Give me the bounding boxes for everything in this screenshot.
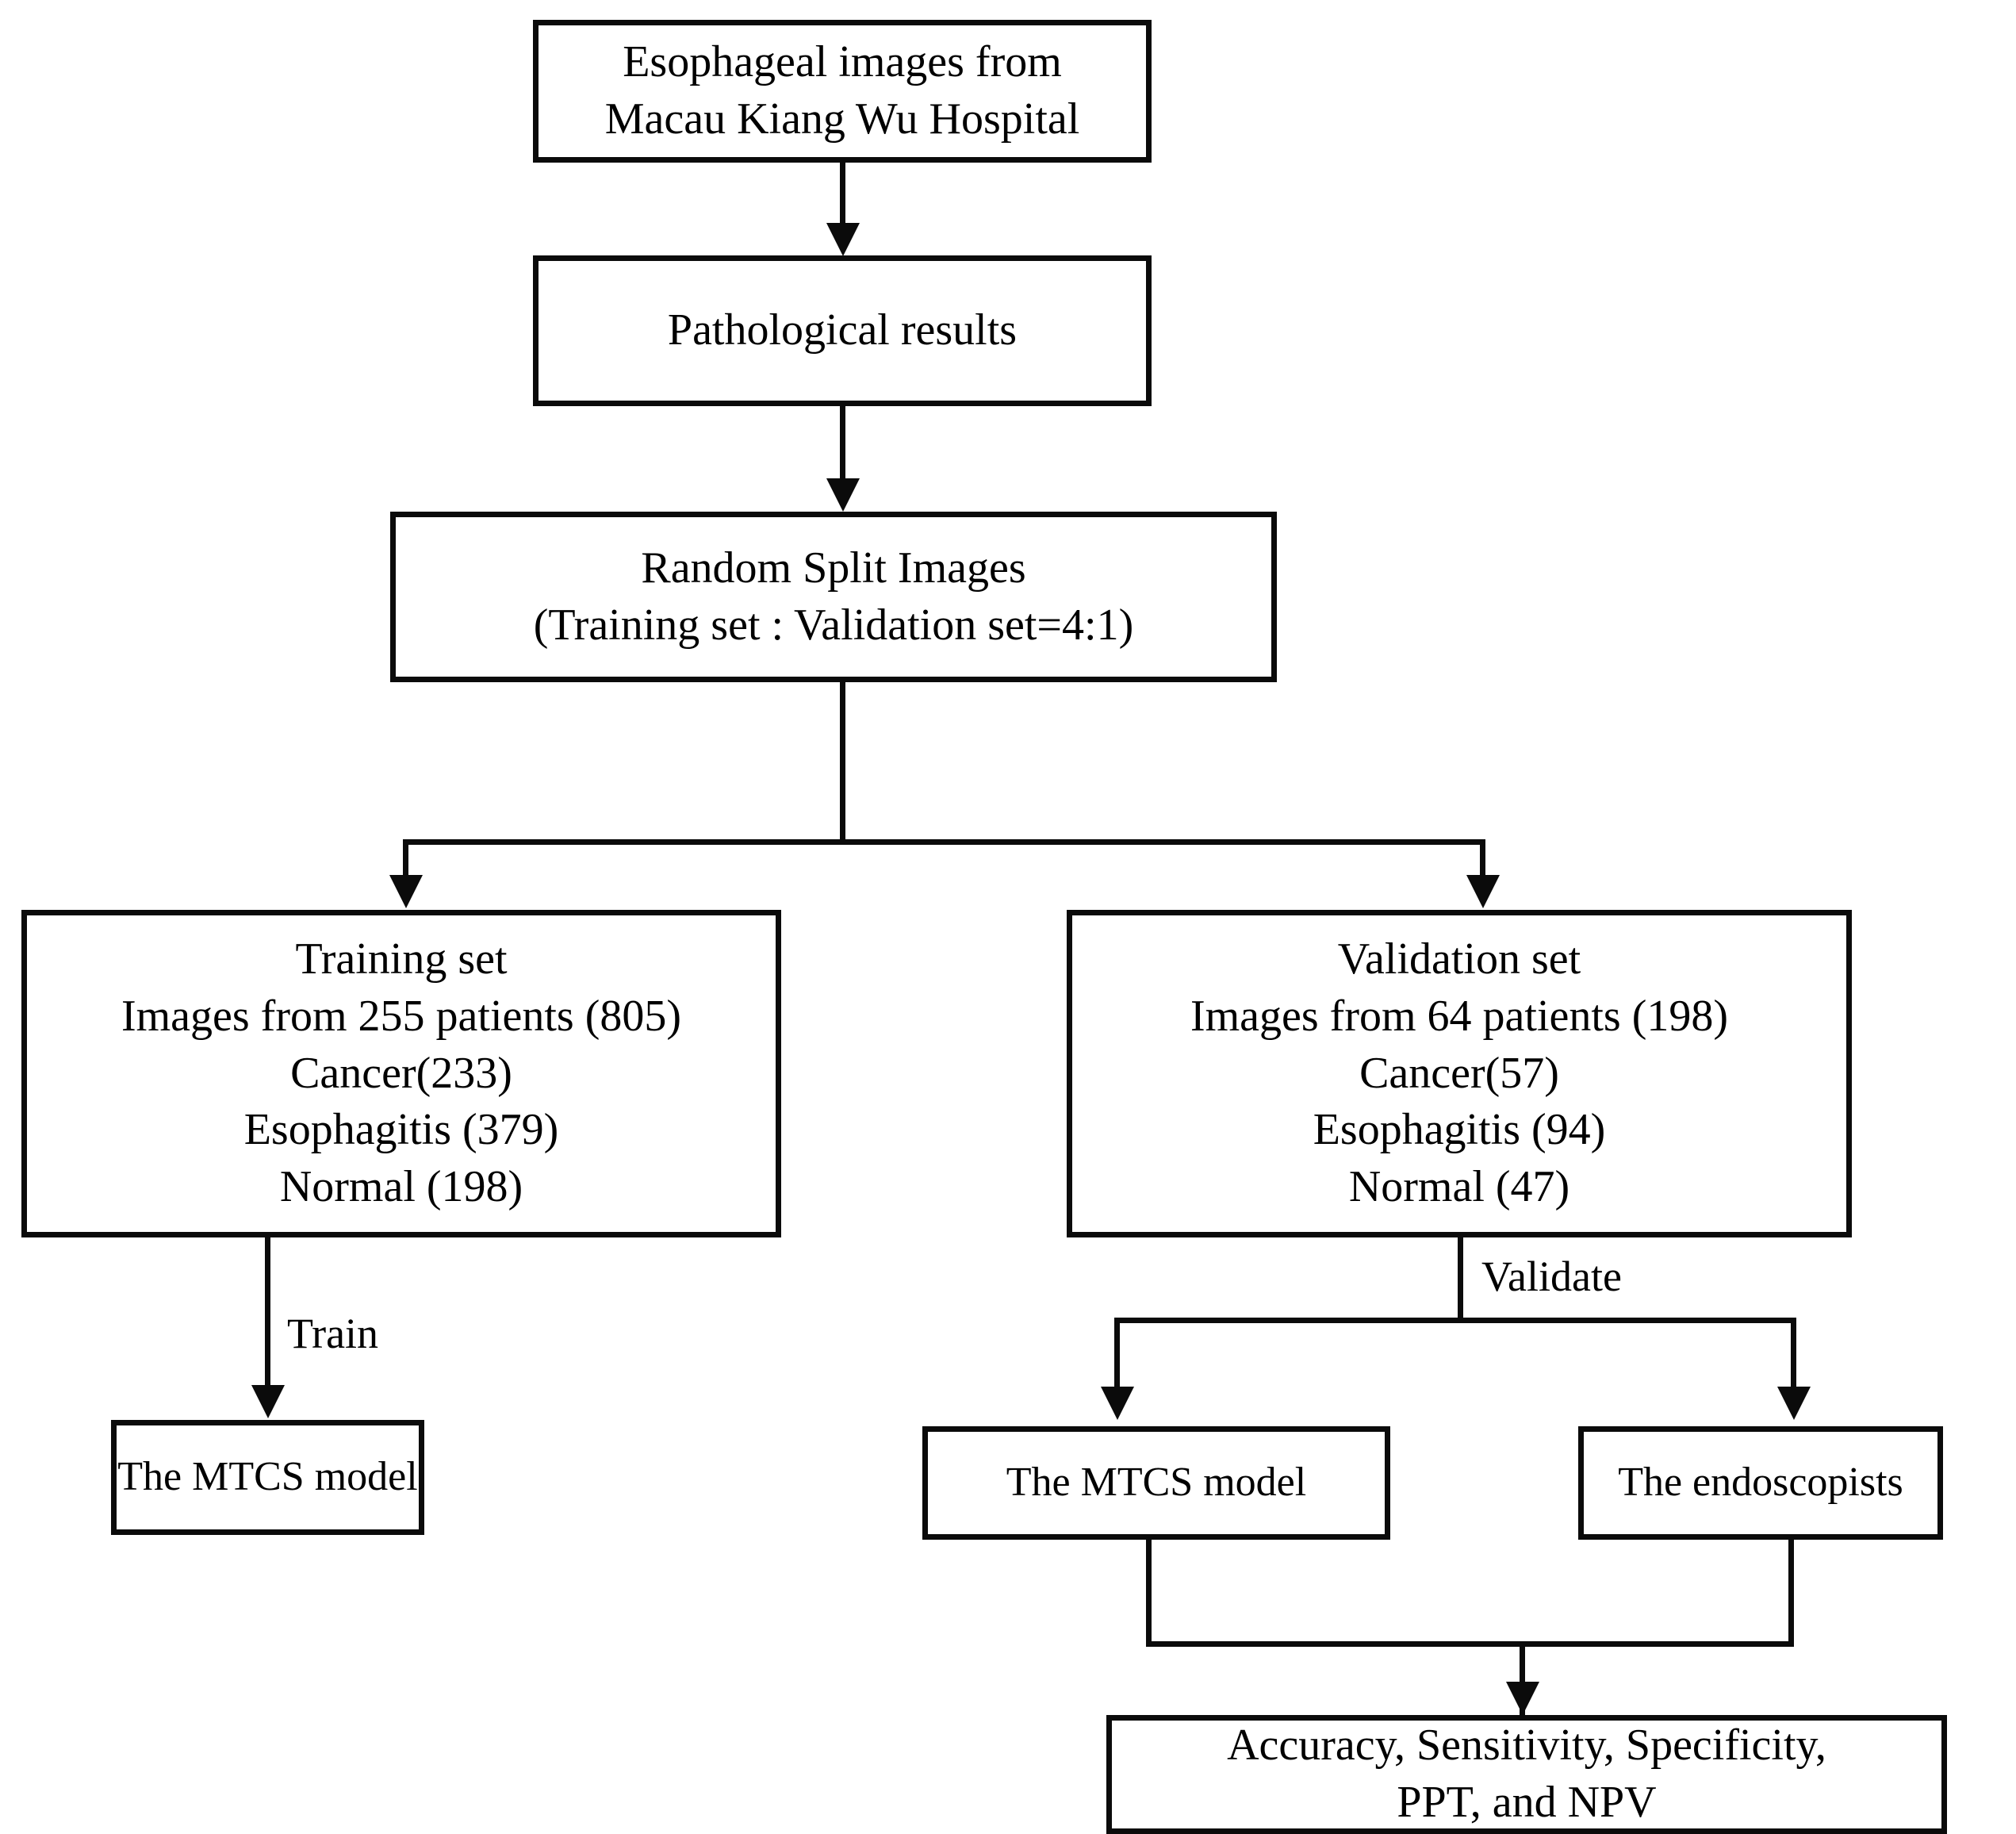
node-training-set: Training set Images from 255 patients (8… [21,910,781,1237]
arrowhead-validation-to-endoscopists [1777,1387,1811,1420]
edge-merge-crossbar [1146,1641,1794,1647]
node-random-split-line-1: Random Split Images [641,543,1026,593]
edge-split-to-validation [1480,839,1485,879]
node-endoscopists: The endoscopists [1578,1426,1943,1540]
edge-split-crossbar [403,839,1485,845]
node-training-set-line-2: Images from 255 patients (805) [121,991,682,1041]
node-validation-set-line-5: Normal (47) [1348,1162,1570,1211]
edge-validation-crossbar [1114,1318,1796,1323]
edge-validation-to-model [1114,1318,1120,1389]
edge-validation-to-endoscopists [1791,1318,1796,1389]
node-random-split-line-2: (Training set : Validation set=4:1) [533,600,1134,650]
node-source-line-2: Macau Kiang Wu Hospital [604,94,1080,144]
node-metrics: Accuracy, Sensitivity, Specificity, PPT,… [1106,1715,1947,1834]
node-mtcs-model-trained-line-1: The MTCS model [117,1454,418,1500]
arrowhead-split-to-validation [1466,875,1500,908]
node-source-line-1: Esophageal images from [623,37,1062,87]
edge-training-to-model [265,1237,270,1388]
edge-pathology-to-split [840,406,845,482]
node-pathology-line-1: Pathological results [667,305,1018,355]
node-endoscopists-line-1: The endoscopists [1618,1460,1903,1506]
node-training-set-line-3: Cancer(233) [290,1048,512,1098]
node-training-set-line-5: Normal (198) [279,1162,523,1211]
edge-validation-trunk [1458,1237,1463,1321]
node-validation-set-line-1: Validation set [1337,934,1581,984]
node-validation-set-line-4: Esophagitis (94) [1313,1105,1606,1155]
node-mtcs-model-validated: The MTCS model [922,1426,1390,1540]
edge-label-validate: Validate [1481,1253,1622,1300]
arrowhead-pathology-to-split [826,478,860,512]
node-mtcs-model-validated-line-1: The MTCS model [1006,1460,1307,1506]
node-validation-set: Validation set Images from 64 patients (… [1067,910,1852,1237]
node-source: Esophageal images from Macau Kiang Wu Ho… [533,20,1152,163]
node-pathology: Pathological results [533,255,1152,406]
edge-split-trunk [840,682,845,845]
node-validation-set-line-3: Cancer(57) [1359,1048,1559,1098]
arrowhead-training-to-model [251,1385,285,1418]
edge-label-train: Train [287,1310,379,1357]
edge-split-to-training [403,839,408,879]
node-metrics-line-1: Accuracy, Sensitivity, Specificity, [1227,1721,1826,1771]
node-mtcs-model-trained: The MTCS model [111,1420,424,1535]
edge-endoscopists-down-to-merge [1788,1540,1794,1647]
node-validation-set-line-2: Images from 64 patients (198) [1190,991,1729,1041]
edge-source-to-pathology [840,163,845,226]
edge-model-down-to-merge [1146,1540,1152,1647]
arrowhead-validation-to-model [1101,1387,1134,1420]
edge-merge-to-metrics [1520,1641,1525,1721]
node-training-set-line-1: Training set [295,934,508,984]
arrowhead-source-to-pathology [826,223,860,256]
node-metrics-line-2: PPT, and NPV [1397,1778,1657,1827]
node-training-set-line-4: Esophagitis (379) [243,1105,559,1155]
arrowhead-split-to-training [389,875,423,908]
arrowhead-merge-to-metrics [1506,1682,1539,1715]
node-random-split: Random Split Images (Training set : Vali… [390,512,1277,682]
